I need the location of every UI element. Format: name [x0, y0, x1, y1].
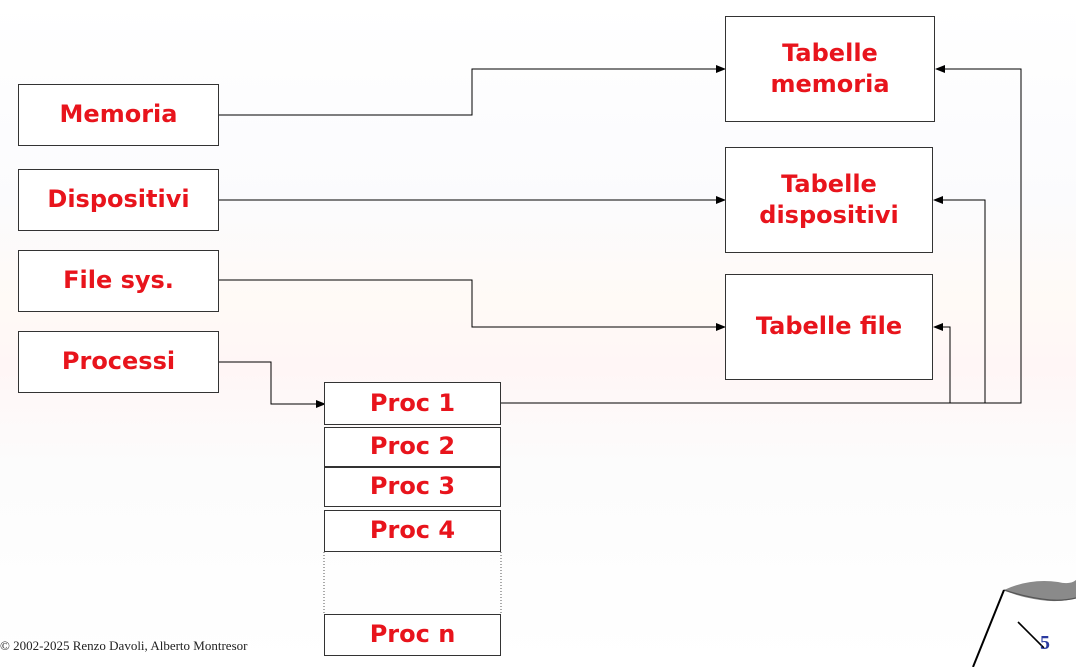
proc-3-label: Proc 3: [369, 472, 456, 501]
proc-n-box: Proc n: [324, 614, 501, 656]
arrow-processi-to-proc1: [219, 361, 326, 408]
processi-label: Processi: [61, 347, 176, 376]
proc-2-label: Proc 2: [369, 432, 456, 461]
proc-1-box: Proc 1: [324, 382, 501, 425]
tabelle-memoria-box: Tabelle memoria: [725, 16, 935, 122]
tabelle-file-label: Tabelle file: [755, 312, 903, 341]
tabelle-file-box: Tabelle file: [725, 274, 933, 380]
proc-n-label: Proc n: [369, 620, 456, 649]
proc-4-box: Proc 4: [324, 510, 501, 552]
memoria-box: Memoria: [18, 84, 219, 146]
filesys-box: File sys.: [18, 250, 219, 312]
dispositivi-box: Dispositivi: [18, 169, 219, 231]
arrow-proc1-to-tabelle-file: [933, 323, 951, 403]
dispositivi-label: Dispositivi: [47, 185, 190, 214]
page-number: 5: [1040, 632, 1050, 654]
tabelle-memoria-line1: Tabelle: [782, 38, 878, 67]
proc-3-box: Proc 3: [324, 467, 501, 507]
proc-1-label: Proc 1: [369, 388, 456, 417]
proc-2-box: Proc 2: [324, 427, 501, 467]
processi-box: Processi: [18, 331, 219, 393]
arrow-proc1-to-tabelle-dispositivi: [933, 196, 986, 403]
arrow-memoria-to-tabelle-memoria: [219, 65, 726, 116]
tabelle-dispositivi-line2: dispositivi: [759, 201, 899, 229]
filesys-label: File sys.: [63, 266, 174, 295]
tabelle-dispositivi-box: Tabelle dispositivi: [725, 147, 933, 253]
copyright-text: © 2002-2025 Renzo Davoli, Alberto Montre…: [0, 638, 248, 653]
arrow-filesys-to-tabelle-file: [219, 279, 726, 331]
memoria-label: Memoria: [59, 100, 178, 129]
page-curl-decoration: [972, 580, 1076, 667]
tabelle-dispositivi-line1: Tabelle: [781, 169, 877, 198]
arrow-proc1-to-tabelle-memoria: [500, 65, 1022, 404]
proc-4-label: Proc 4: [369, 516, 456, 545]
tabelle-memoria-line2: memoria: [770, 70, 890, 98]
